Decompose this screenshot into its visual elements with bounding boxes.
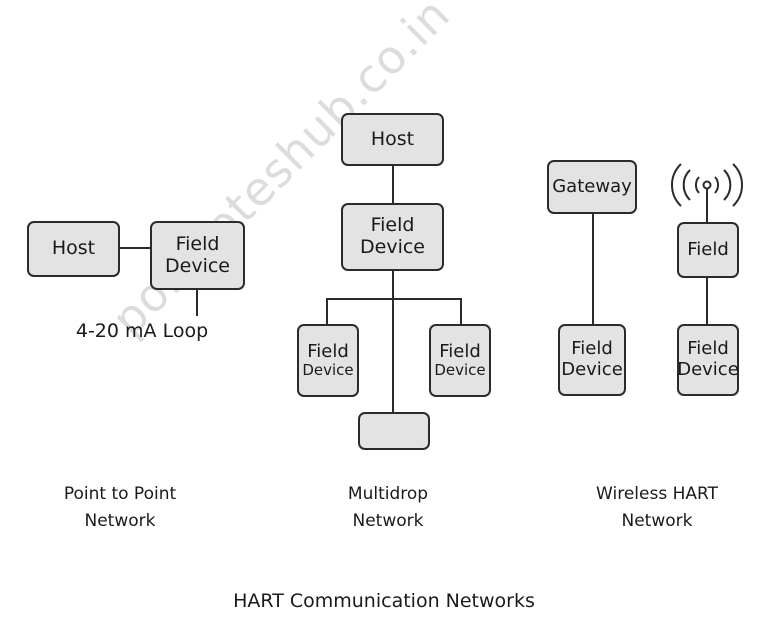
p2p-caption: Point to Point Network	[30, 481, 210, 535]
p2p-field-line1: Field	[175, 232, 220, 255]
p2p-loop-label: 4-20 mA Loop	[75, 320, 209, 342]
md-host-field-connector	[392, 165, 394, 205]
md-right-line1: Field	[439, 340, 481, 362]
wl-field-box: Field	[677, 222, 739, 278]
md-right-line2: Device	[434, 361, 486, 380]
wl-gateway-box: Gateway	[547, 160, 637, 214]
md-field-line2: Device	[360, 236, 425, 258]
md-branch-bus	[326, 298, 462, 300]
md-caption: Multidrop Network	[298, 481, 478, 535]
wl-caption-line2: Network	[621, 511, 693, 531]
diagram-title: HART Communication Networks	[233, 590, 535, 612]
wl-field-connector	[706, 276, 708, 326]
md-field-device-box: Field Device	[341, 203, 444, 271]
md-caption-line2: Network	[352, 511, 424, 531]
antenna-icon	[671, 163, 743, 207]
wl-field-device-line1: Field	[687, 338, 729, 360]
wl-gateway-label: Gateway	[552, 175, 632, 197]
md-caption-line1: Multidrop	[347, 484, 429, 504]
md-left-line1: Field	[307, 340, 349, 362]
md-right-field-device-box: Field Device	[429, 324, 491, 397]
wl-caption: Wireless HART Network	[562, 481, 752, 535]
md-left-line2: Device	[302, 361, 354, 380]
md-left-drop	[326, 298, 328, 326]
wl-gw-device-line1: Field	[571, 338, 613, 360]
p2p-caption-line2: Network	[84, 511, 156, 531]
md-field-line1: Field	[370, 214, 415, 237]
wl-caption-line1: Wireless HART	[596, 484, 718, 504]
wl-gateway-connector	[592, 212, 594, 326]
md-right-drop	[460, 298, 462, 326]
p2p-host-box: Host	[27, 221, 120, 277]
p2p-field-device-box: Field Device	[150, 221, 245, 290]
p2p-host-label: Host	[51, 237, 96, 260]
wl-field-label: Field	[687, 238, 729, 260]
p2p-field-line2: Device	[165, 254, 230, 277]
md-trunk-connector	[392, 270, 394, 415]
md-left-field-device-box: Field Device	[297, 324, 359, 397]
wl-field-device-box: Field Device	[677, 324, 739, 396]
wl-gw-device-line2: Device	[561, 359, 623, 380]
md-host-label: Host	[370, 127, 415, 150]
md-bottom-device-box	[358, 412, 430, 450]
wl-field-device-line2: Device	[677, 359, 739, 380]
p2p-host-field-connector	[118, 247, 152, 249]
watermark: polynoteshub.co.in	[100, 0, 461, 347]
p2p-loop-connector	[196, 288, 198, 316]
wl-antenna-mast	[706, 188, 708, 224]
wl-gateway-field-device-box: Field Device	[558, 324, 626, 396]
md-host-box: Host	[341, 113, 444, 166]
p2p-caption-line1: Point to Point	[63, 484, 177, 504]
